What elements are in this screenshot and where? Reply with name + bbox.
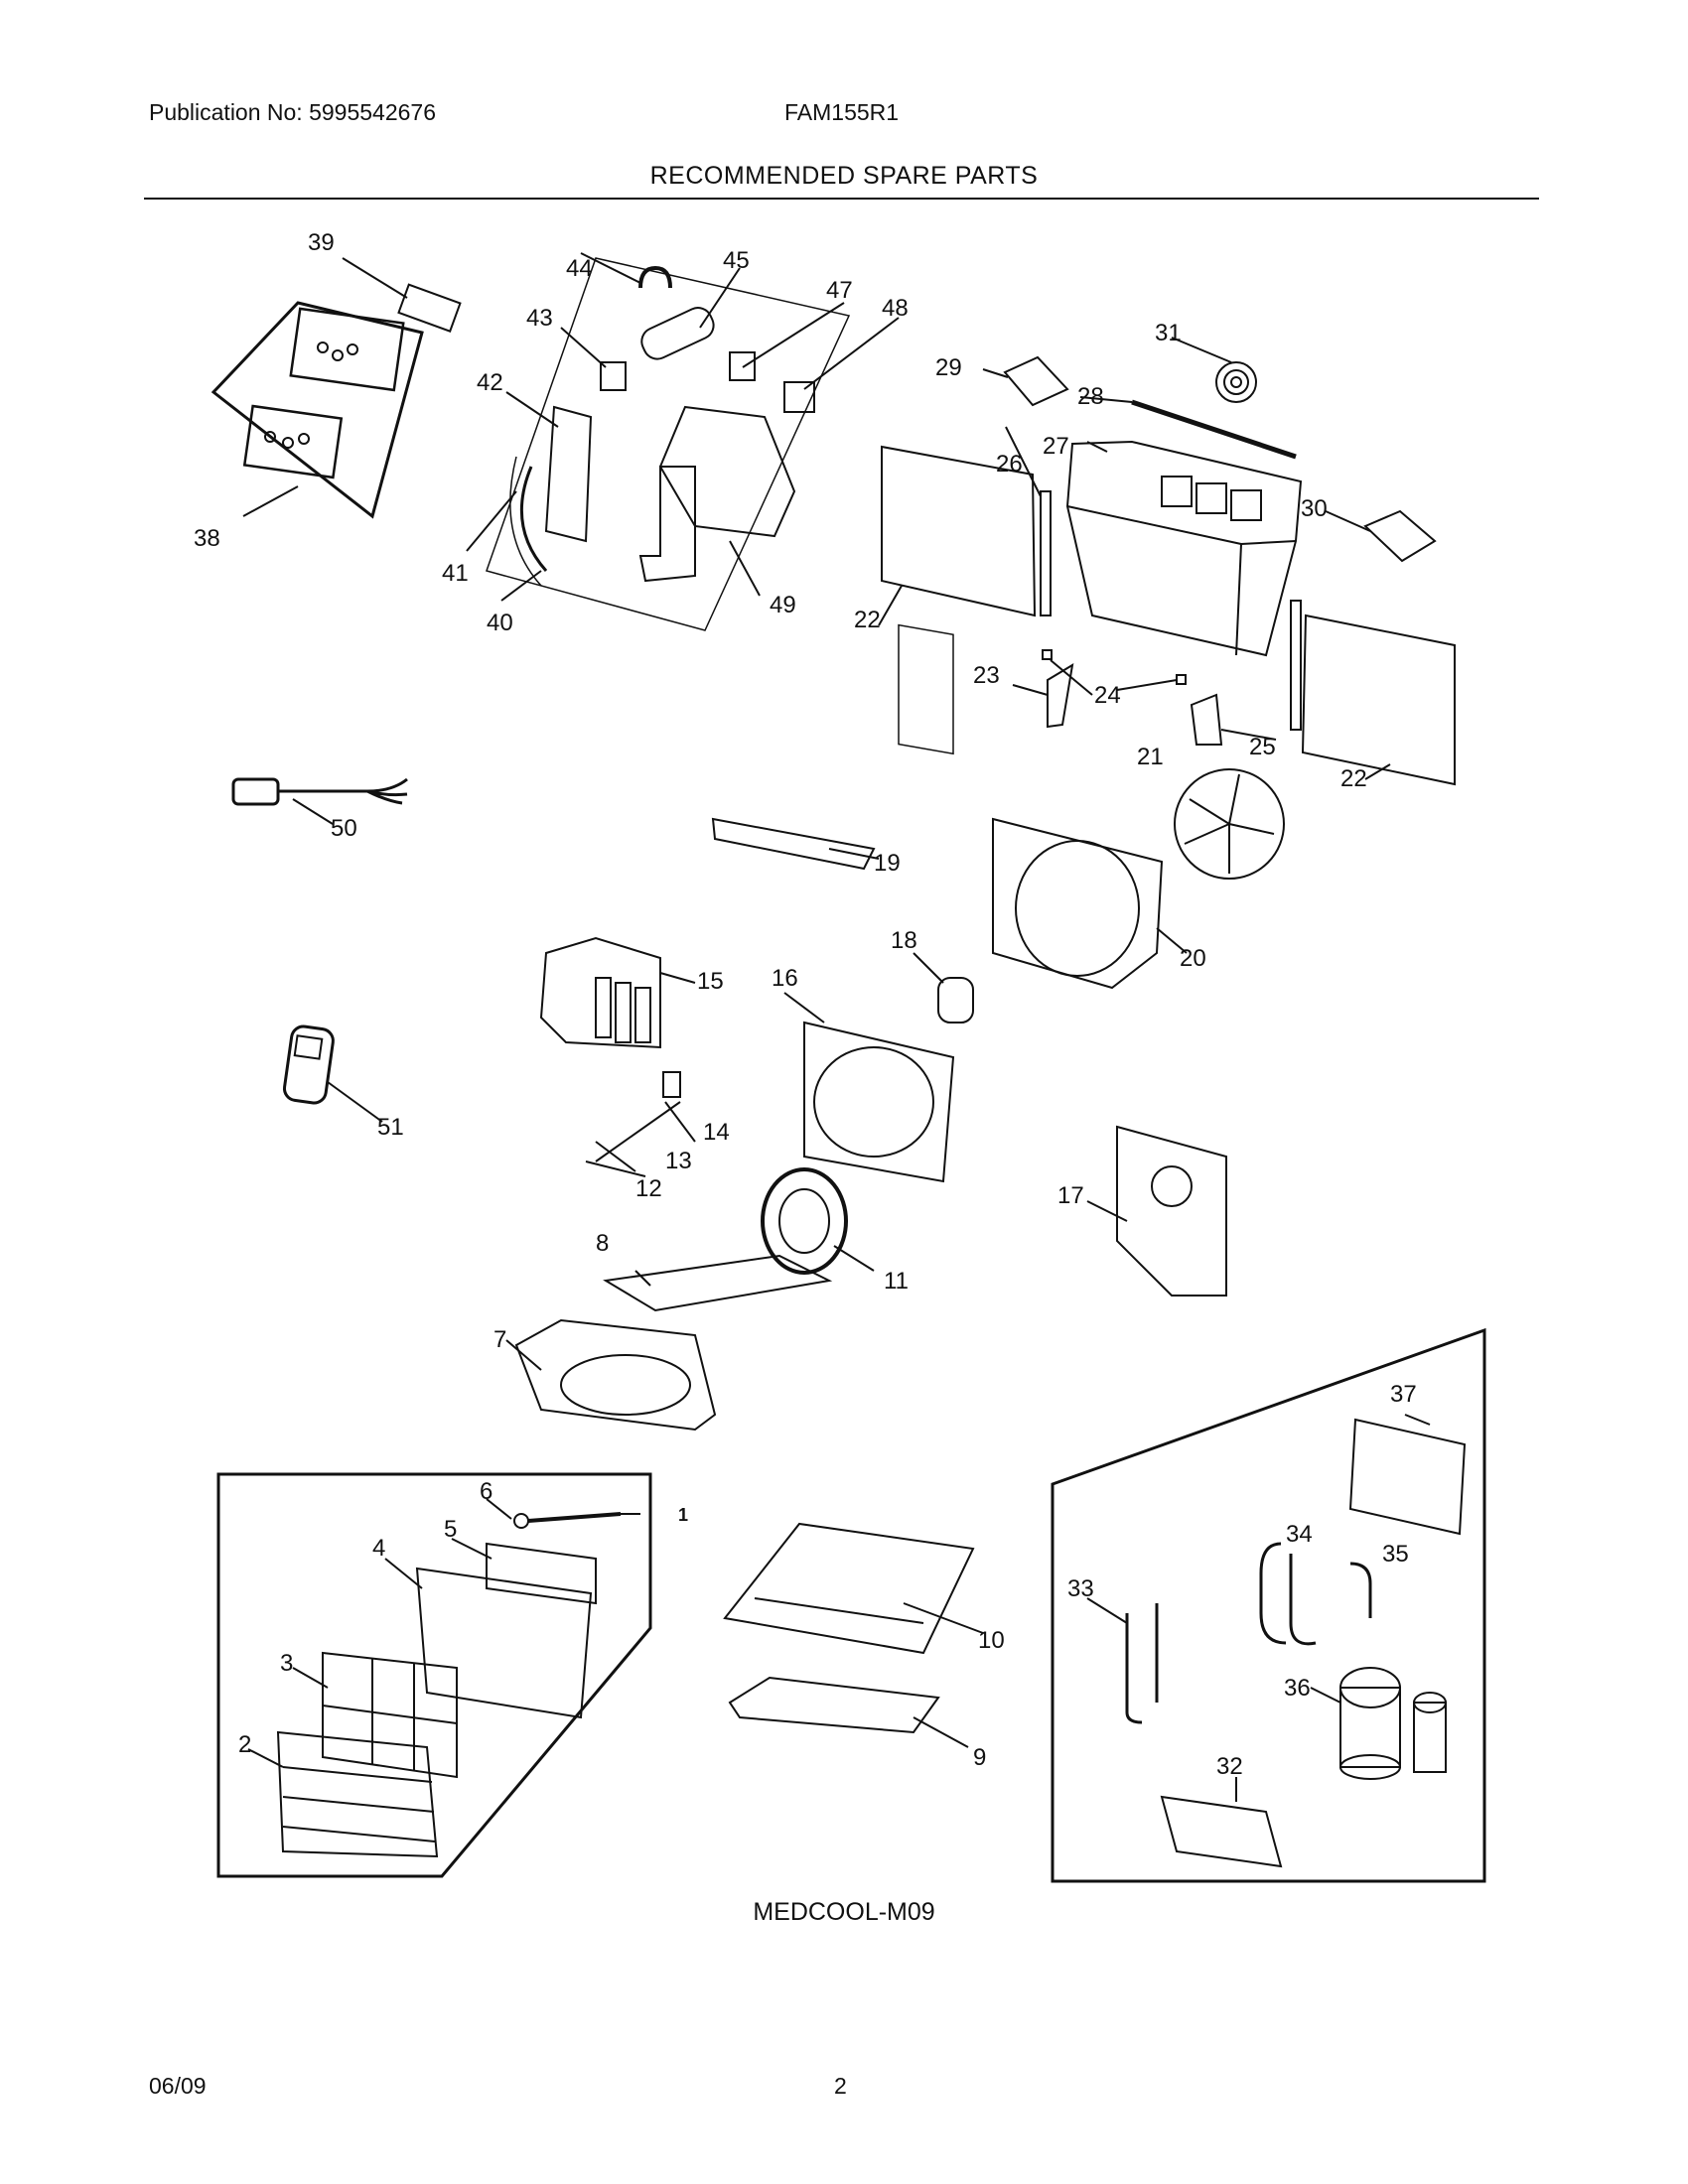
part-label-47: 47 [826,277,853,304]
part-label-3: 3 [280,1650,293,1677]
part-label-24: 24 [1094,682,1121,709]
part-label-22b: 22 [1340,765,1367,792]
part-label-20: 20 [1180,945,1206,972]
part-label-36: 36 [1284,1675,1311,1702]
part-label-44: 44 [566,255,593,282]
part-label-39: 39 [308,229,335,256]
page-number: 2 [834,2073,847,2099]
part-label-48: 48 [882,295,909,322]
page-title: RECOMMENDED SPARE PARTS [649,162,1039,190]
base-duct-group [505,1254,984,1748]
part-label-34: 34 [1286,1521,1313,1548]
part-label-15: 15 [697,968,724,995]
part-label-50: 50 [331,815,357,842]
part-label-28: 28 [1077,383,1104,410]
part-label-4: 4 [372,1535,385,1562]
part-label-33: 33 [1067,1575,1094,1602]
part-label-5: 5 [444,1516,457,1543]
part-label-41: 41 [442,560,469,587]
part-label-38: 38 [194,525,220,552]
cabinet-group [878,337,1456,786]
part-label-43: 43 [526,305,553,332]
fan-motor-group [539,768,1285,1297]
part-label-31: 31 [1155,320,1182,346]
part-label-26: 26 [996,451,1023,478]
part-label-29: 29 [935,354,962,381]
part-label-27: 27 [1043,433,1069,460]
part-label-17: 17 [1057,1182,1084,1209]
part-label-21: 21 [1137,744,1164,770]
part-label-9: 9 [973,1744,986,1771]
part-label-13: 13 [665,1148,692,1174]
part-label-12: 12 [635,1175,662,1202]
part-label-14: 14 [703,1119,730,1146]
part-label-19: 19 [874,850,901,877]
part-label-1: 1 [678,1505,688,1525]
part-label-30: 30 [1301,495,1328,522]
part-label-51: 51 [377,1114,404,1141]
part-label-25: 25 [1249,734,1276,760]
diagram-id: MEDCOOL-M09 [753,1898,935,1926]
refrigeration-group [1051,1327,1486,1883]
part-label-16: 16 [772,965,798,992]
part-label-2: 2 [238,1731,251,1758]
footer-date: 06/09 [149,2073,207,2099]
power-cord [231,777,408,825]
part-label-6: 6 [480,1478,492,1505]
part-label-32: 32 [1216,1753,1243,1780]
control-panel-group [211,257,462,519]
part-label-18: 18 [891,927,917,954]
part-label-22a: 22 [854,607,881,633]
part-label-49: 49 [770,592,796,618]
remote-control [282,1024,383,1123]
part-label-42: 42 [477,369,503,396]
front-grille-group [216,1472,652,1878]
part-label-40: 40 [487,610,513,636]
part-label-11: 11 [884,1268,909,1295]
part-label-8: 8 [596,1230,609,1257]
part-label-45: 45 [723,247,750,274]
part-label-23: 23 [973,662,1000,689]
part-label-37: 37 [1390,1381,1417,1408]
title-rule [144,198,1539,200]
part-label-35: 35 [1382,1541,1409,1568]
part-label-7: 7 [493,1326,506,1353]
model-number: FAM155R1 [784,99,900,125]
publication-number: Publication No: 5995542676 [149,99,437,125]
part-label-10: 10 [978,1627,1005,1654]
electrical-box-group [466,252,900,631]
